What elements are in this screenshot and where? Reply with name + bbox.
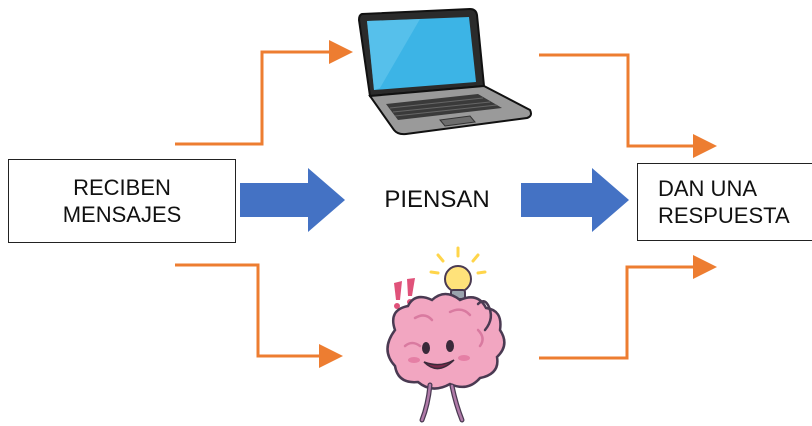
connector-brain-to-output bbox=[539, 255, 717, 360]
brain-icon bbox=[386, 292, 506, 423]
connector-laptop-to-output bbox=[539, 53, 717, 158]
output-box-line2: RESPUESTA bbox=[658, 203, 790, 228]
center-label: PIENSAN bbox=[384, 186, 490, 213]
output-box: DAN UNA RESPUESTA bbox=[637, 163, 812, 241]
output-box-line1: DAN UNA bbox=[658, 175, 758, 201]
input-box: RECIBEN MENSAJES bbox=[8, 159, 236, 243]
blue-arrow-left bbox=[240, 168, 345, 232]
connector-input-to-laptop bbox=[175, 40, 353, 146]
lightbulb-icon bbox=[429, 246, 487, 300]
connector-input-to-brain bbox=[175, 263, 343, 368]
blue-arrow-right bbox=[521, 168, 629, 232]
input-box-line2: MENSAJES bbox=[62, 202, 182, 227]
laptop-icon bbox=[357, 7, 532, 136]
input-box-line1: RECIBEN bbox=[73, 174, 171, 200]
